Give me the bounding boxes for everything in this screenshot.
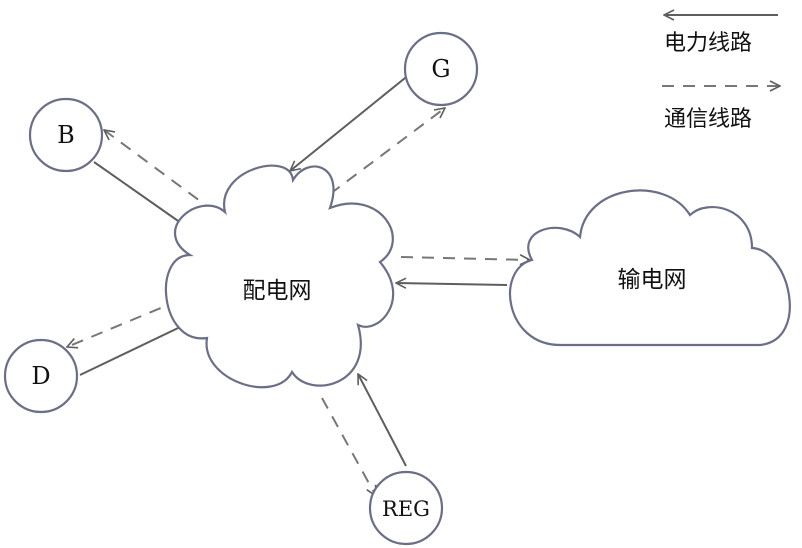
node-g-label: G (431, 55, 450, 83)
comm-line-distribution-to-reg (321, 397, 377, 496)
comm-line-distribution-to-b (104, 130, 216, 213)
node-reg: REG (368, 470, 444, 546)
node-d: D (3, 338, 79, 414)
node-reg-circle (368, 470, 444, 546)
transmission-grid-cloud: 输电网 (508, 189, 791, 347)
node-g-circle (403, 31, 479, 107)
node-d-circle (3, 338, 79, 414)
node-reg-label: REG (382, 497, 430, 521)
transmission-grid-label: 输电网 (618, 267, 687, 293)
power-line-reg-to-distribution (357, 374, 407, 467)
node-d-label: D (31, 362, 50, 390)
comm-line-distribution-to-g (329, 108, 445, 195)
node-b-label: B (57, 121, 75, 149)
power-line-g-to-distribution (290, 73, 411, 171)
distribution-grid-cloud-shape (164, 164, 395, 389)
comm-line-distribution-to-d (67, 299, 181, 347)
distribution-grid-cloud: 配电网 (164, 164, 395, 389)
distribution-grid-label: 配电网 (243, 278, 312, 304)
legend: 电力线路 通信线路 (662, 15, 780, 132)
transmission-grid-cloud-shape (508, 189, 791, 347)
legend-comm-line-label: 通信线路 (664, 107, 752, 132)
power-line-b-to-distribution (93, 161, 191, 230)
power-line-transmission-to-distribution (396, 283, 508, 285)
comm-line-distribution-to-transmission (400, 257, 530, 260)
node-b: B (28, 97, 104, 173)
legend-power-line-label: 电力线路 (664, 31, 752, 56)
node-g: G (403, 31, 479, 107)
node-b-circle (28, 97, 104, 173)
